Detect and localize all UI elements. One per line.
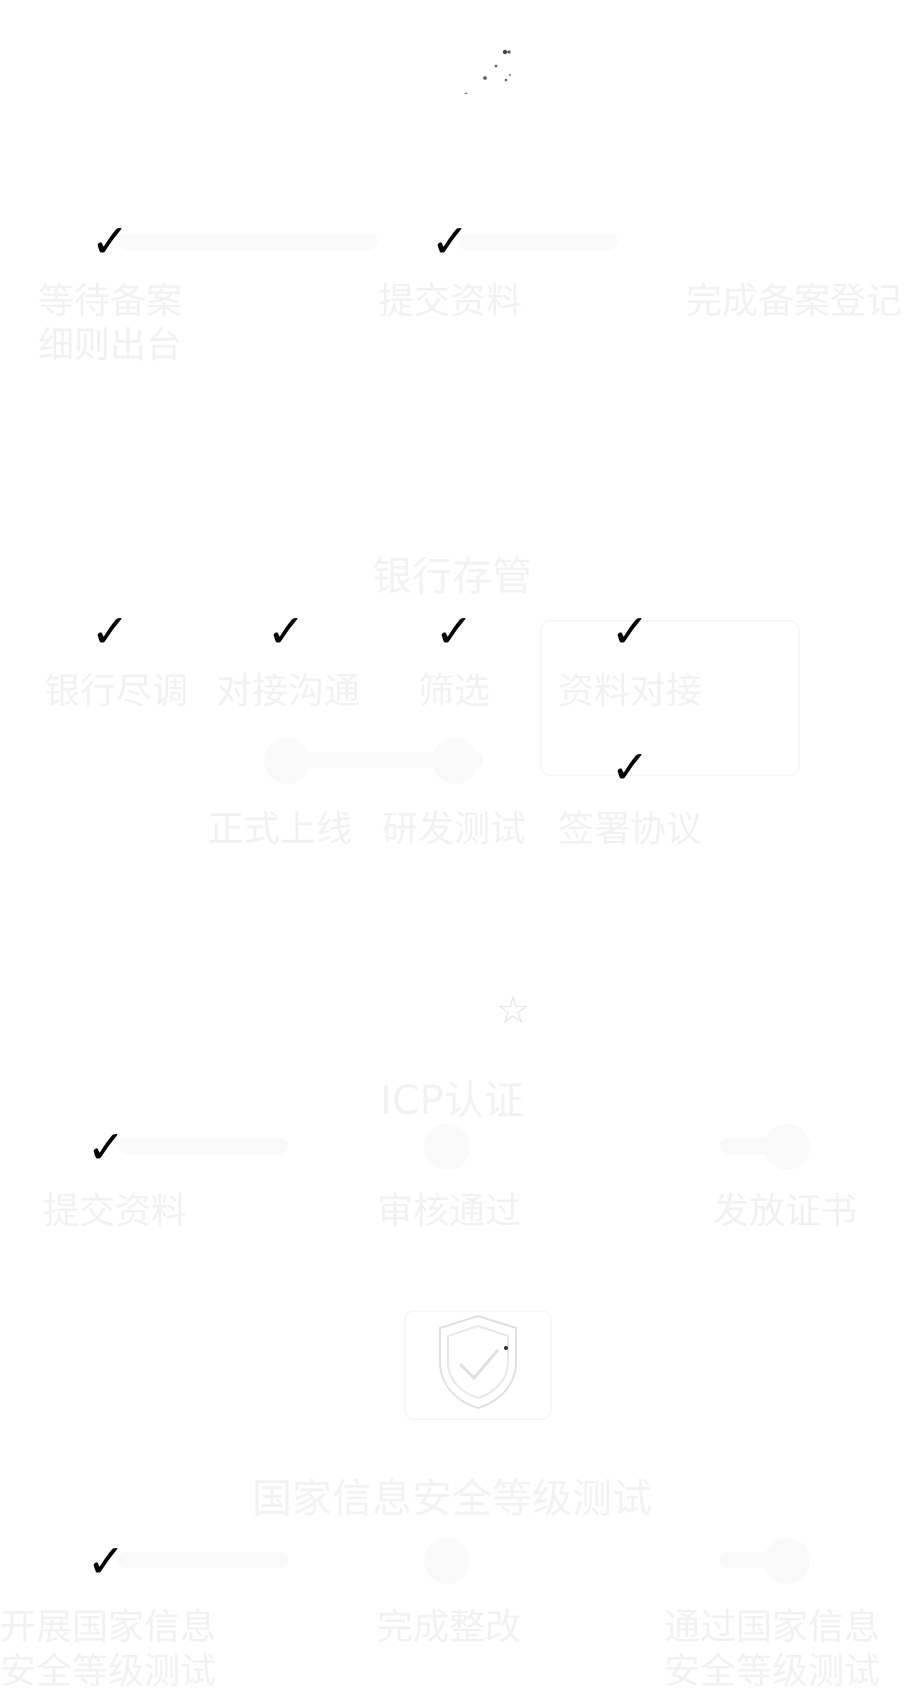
step-label: 银行尽调 xyxy=(43,671,188,712)
checkmark-icon: ✓ xyxy=(90,214,130,268)
step-dot xyxy=(764,1538,810,1584)
section-title: ICP认证 xyxy=(380,1078,524,1124)
step-label: 提交资料 xyxy=(42,1191,187,1232)
step-label: 签署协议 xyxy=(557,809,702,850)
section-title: 银行存管 xyxy=(372,554,532,600)
step-label-line: 等待备案 xyxy=(38,281,183,322)
checkmark-icon: ✓ xyxy=(610,604,650,658)
step-dot xyxy=(424,1538,470,1584)
step-label: 等待备案 细则出台 xyxy=(38,280,198,368)
step-label: 审核通过 xyxy=(376,1191,521,1232)
step-label: 开展国家信息 安全等级测试 xyxy=(0,1606,240,1694)
step-label: 完成备案登记 xyxy=(686,281,903,322)
progress-line xyxy=(118,1552,288,1568)
step-label: 通过国家信息 安全等级测试 xyxy=(664,1606,904,1694)
shield-check-icon xyxy=(434,1312,522,1412)
step-dot xyxy=(424,1124,470,1170)
checkmark-icon: ✓ xyxy=(434,604,474,658)
step-label-line: 安全等级测试 xyxy=(0,1651,217,1692)
checkmark-icon: ✓ xyxy=(266,604,306,658)
step-label: 正式上线 xyxy=(207,809,352,850)
step-label-line: 通过国家信息 xyxy=(664,1607,881,1648)
progress-loop-connector xyxy=(540,620,800,776)
step-label: 发放证书 xyxy=(712,1191,857,1232)
loading-sparkle-icon xyxy=(462,44,512,94)
star-icon: ☆ xyxy=(496,988,531,1032)
checkmark-icon: ✓ xyxy=(90,604,130,658)
step-label-line: 开展国家信息 xyxy=(0,1607,217,1648)
section-title: 国家信息安全等级测试 xyxy=(252,1476,652,1522)
step-label: 完成整改 xyxy=(376,1607,521,1648)
step-label: 研发测试 xyxy=(381,809,526,850)
checkmark-icon: ✓ xyxy=(86,1120,126,1174)
progress-line xyxy=(264,752,484,768)
step-label-line: 细则出台 xyxy=(38,325,183,366)
shield-icon-frame xyxy=(404,1310,552,1420)
checkmark-icon: ✓ xyxy=(610,740,650,794)
step-dot xyxy=(264,738,310,784)
step-dot xyxy=(432,738,478,784)
progress-line xyxy=(118,1138,288,1154)
step-dot xyxy=(764,1124,810,1170)
step-label: 对接沟通 xyxy=(215,671,360,712)
progress-line xyxy=(118,234,378,250)
step-label: 筛选 xyxy=(417,671,490,712)
step-label: 提交资料 xyxy=(377,281,522,322)
step-label-line: 安全等级测试 xyxy=(664,1651,881,1692)
checkmark-icon: ✓ xyxy=(86,1534,126,1588)
step-label: 资料对接 xyxy=(557,671,702,712)
checkmark-icon: ✓ xyxy=(430,214,470,268)
progress-line xyxy=(458,234,618,250)
